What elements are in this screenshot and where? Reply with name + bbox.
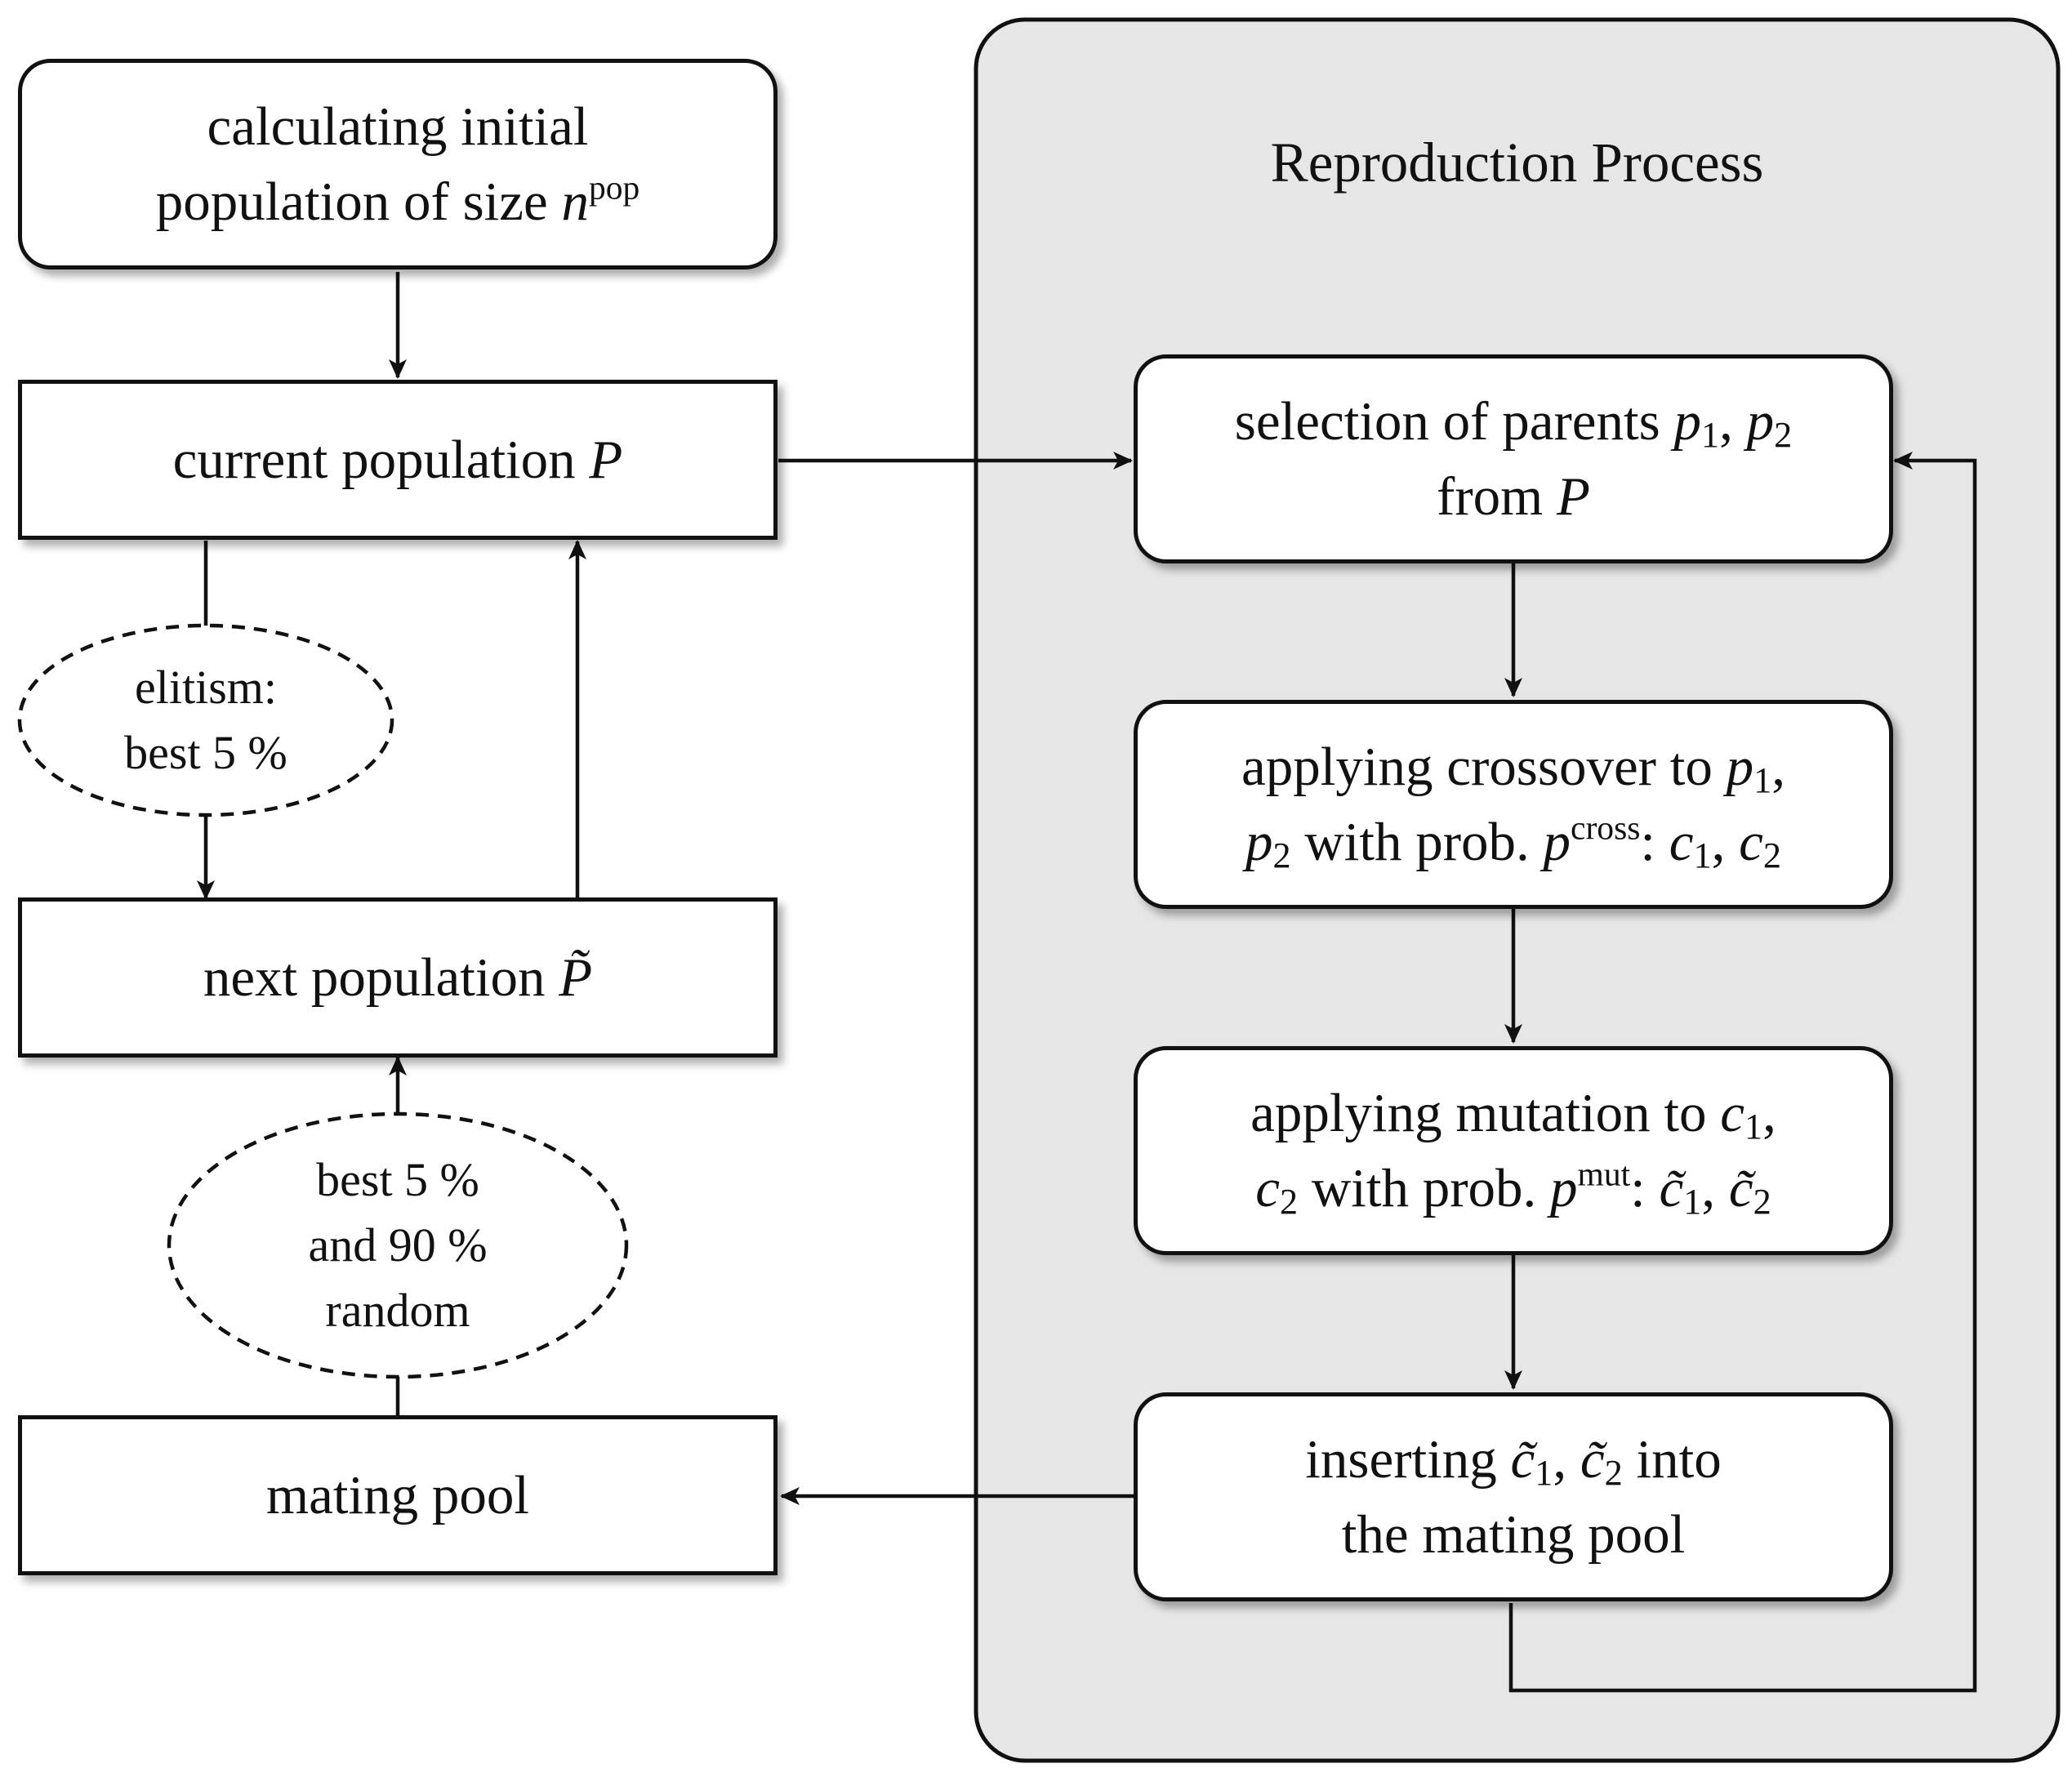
crossover-line1: applying crossover to p1, bbox=[1241, 729, 1785, 804]
crossover-p1: p bbox=[1726, 737, 1754, 797]
next-var-p-tilde: P̃ bbox=[559, 947, 593, 1008]
node-mating-pool: mating pool bbox=[18, 1415, 778, 1575]
inserting-into: into bbox=[1622, 1429, 1722, 1490]
crossover-p2: p bbox=[1245, 812, 1273, 872]
crossover-sub2: 2 bbox=[1272, 835, 1291, 875]
current-text: current population bbox=[172, 430, 590, 490]
mutation-ct-sub1: 1 bbox=[1683, 1181, 1702, 1222]
reproduction-process-title-text: Reproduction Process bbox=[1270, 131, 1764, 194]
node-initial-population: calculating initial population of size n… bbox=[18, 59, 778, 269]
mutation-line1: applying mutation to c1, bbox=[1250, 1076, 1776, 1151]
selection-line2: from P bbox=[1437, 459, 1590, 534]
node-current-population: current population P bbox=[18, 380, 778, 540]
crossover-comma: , bbox=[1771, 737, 1785, 797]
crossover-sup-cross: cross bbox=[1571, 808, 1641, 847]
mutation-sub1: 1 bbox=[1744, 1106, 1763, 1147]
selection-sep: , bbox=[1719, 391, 1747, 452]
mutation-colon: : bbox=[1630, 1158, 1660, 1218]
crossover-sep: , bbox=[1711, 812, 1740, 872]
selection-rule-line3: random bbox=[325, 1284, 470, 1337]
inserting-sep: , bbox=[1553, 1429, 1580, 1490]
elitism-line2: best 5 % bbox=[124, 726, 287, 779]
selection-rule-ellipse bbox=[167, 1111, 629, 1379]
selection-rule-line2: and 90 % bbox=[308, 1218, 488, 1272]
elitism-ellipse bbox=[17, 623, 394, 817]
crossover-sub1: 1 bbox=[1753, 759, 1772, 800]
next-text: next population bbox=[203, 947, 559, 1008]
node-applying-mutation: applying mutation to c1, c2 with prob. p… bbox=[1134, 1046, 1893, 1255]
mutation-ct-sub2: 2 bbox=[1753, 1181, 1771, 1222]
mutation-c2: c bbox=[1255, 1158, 1280, 1218]
mutation-c1: c bbox=[1720, 1083, 1744, 1143]
selection-line1: selection of parents p1, p2 bbox=[1235, 384, 1792, 459]
elitism-label: elitism: best 5 % bbox=[20, 626, 392, 815]
initial-sup-pop: pop bbox=[589, 168, 640, 207]
mutation-sep: , bbox=[1701, 1158, 1729, 1218]
crossover-with-prob: with prob. bbox=[1290, 812, 1544, 872]
mating-line: mating pool bbox=[266, 1465, 529, 1525]
crossover-colon: : bbox=[1640, 812, 1669, 872]
inserting-line2: the mating pool bbox=[1341, 1504, 1686, 1565]
inserting-ct2: c̃ bbox=[1580, 1429, 1605, 1490]
mutation-ct1: c̃ bbox=[1659, 1158, 1684, 1218]
selection-text: selection of parents bbox=[1234, 391, 1674, 452]
mutation-comma: , bbox=[1762, 1083, 1776, 1143]
initial-line2: population of size npop bbox=[156, 164, 640, 239]
initial-var-n: n bbox=[561, 171, 590, 232]
selection-sub1: 1 bbox=[1700, 414, 1720, 455]
current-var-p: P bbox=[589, 430, 623, 490]
mutation-sub2: 2 bbox=[1280, 1181, 1299, 1222]
loop-arrow-inserting-to-selection bbox=[1508, 452, 1977, 1693]
selection-p1: p bbox=[1673, 391, 1701, 452]
crossover-c2: c bbox=[1739, 812, 1763, 872]
mutation-text: applying mutation to bbox=[1250, 1083, 1721, 1143]
node-inserting-into-mating-pool: inserting c̃1, c̃2 into the mating pool bbox=[1134, 1392, 1893, 1601]
selection-rule-label: best 5 % and 90 % random bbox=[169, 1114, 626, 1377]
selection-from: from bbox=[1437, 466, 1557, 527]
selection-var-p: P bbox=[1557, 466, 1590, 527]
inserting-text: inserting bbox=[1305, 1429, 1511, 1490]
crossover-line2: p2 with prob. pcross: c1, c2 bbox=[1245, 804, 1781, 880]
crossover-p-var: p bbox=[1543, 812, 1571, 872]
initial-line1: calculating initial bbox=[207, 96, 589, 157]
crossover-text: applying crossover to bbox=[1241, 737, 1727, 797]
mutation-with-prob: with prob. bbox=[1298, 1158, 1551, 1218]
inserting-line1: inserting c̃1, c̃2 into bbox=[1305, 1422, 1721, 1497]
mutation-sup-mut: mut bbox=[1577, 1155, 1631, 1193]
crossover-c-sub1: 1 bbox=[1693, 835, 1712, 875]
next-line: next population P̃ bbox=[203, 940, 592, 1015]
node-selection-of-parents: selection of parents p1, p2 from P bbox=[1134, 354, 1893, 563]
current-line: current population P bbox=[173, 422, 623, 497]
elitism-line1: elitism: bbox=[135, 661, 277, 714]
mutation-p-var: p bbox=[1550, 1158, 1578, 1218]
crossover-c1: c bbox=[1669, 812, 1694, 872]
node-next-population: next population P̃ bbox=[18, 897, 778, 1058]
inserting-ct1: c̃ bbox=[1510, 1429, 1535, 1490]
inserting-sub2: 2 bbox=[1604, 1452, 1623, 1493]
crossover-c-sub2: 2 bbox=[1762, 835, 1781, 875]
selection-sub2: 2 bbox=[1774, 414, 1793, 455]
node-applying-crossover: applying crossover to p1, p2 with prob. … bbox=[1134, 700, 1893, 909]
reproduction-process-title: Reproduction Process bbox=[976, 131, 2058, 195]
mutation-line2: c2 with prob. pmut: c̃1, c̃2 bbox=[1255, 1151, 1771, 1226]
initial-line2-text: population of size bbox=[155, 171, 562, 232]
mutation-ct2: c̃ bbox=[1728, 1158, 1753, 1218]
selection-rule-line1: best 5 % bbox=[316, 1153, 479, 1206]
selection-p2: p bbox=[1746, 391, 1775, 452]
inserting-sub1: 1 bbox=[1535, 1452, 1553, 1493]
